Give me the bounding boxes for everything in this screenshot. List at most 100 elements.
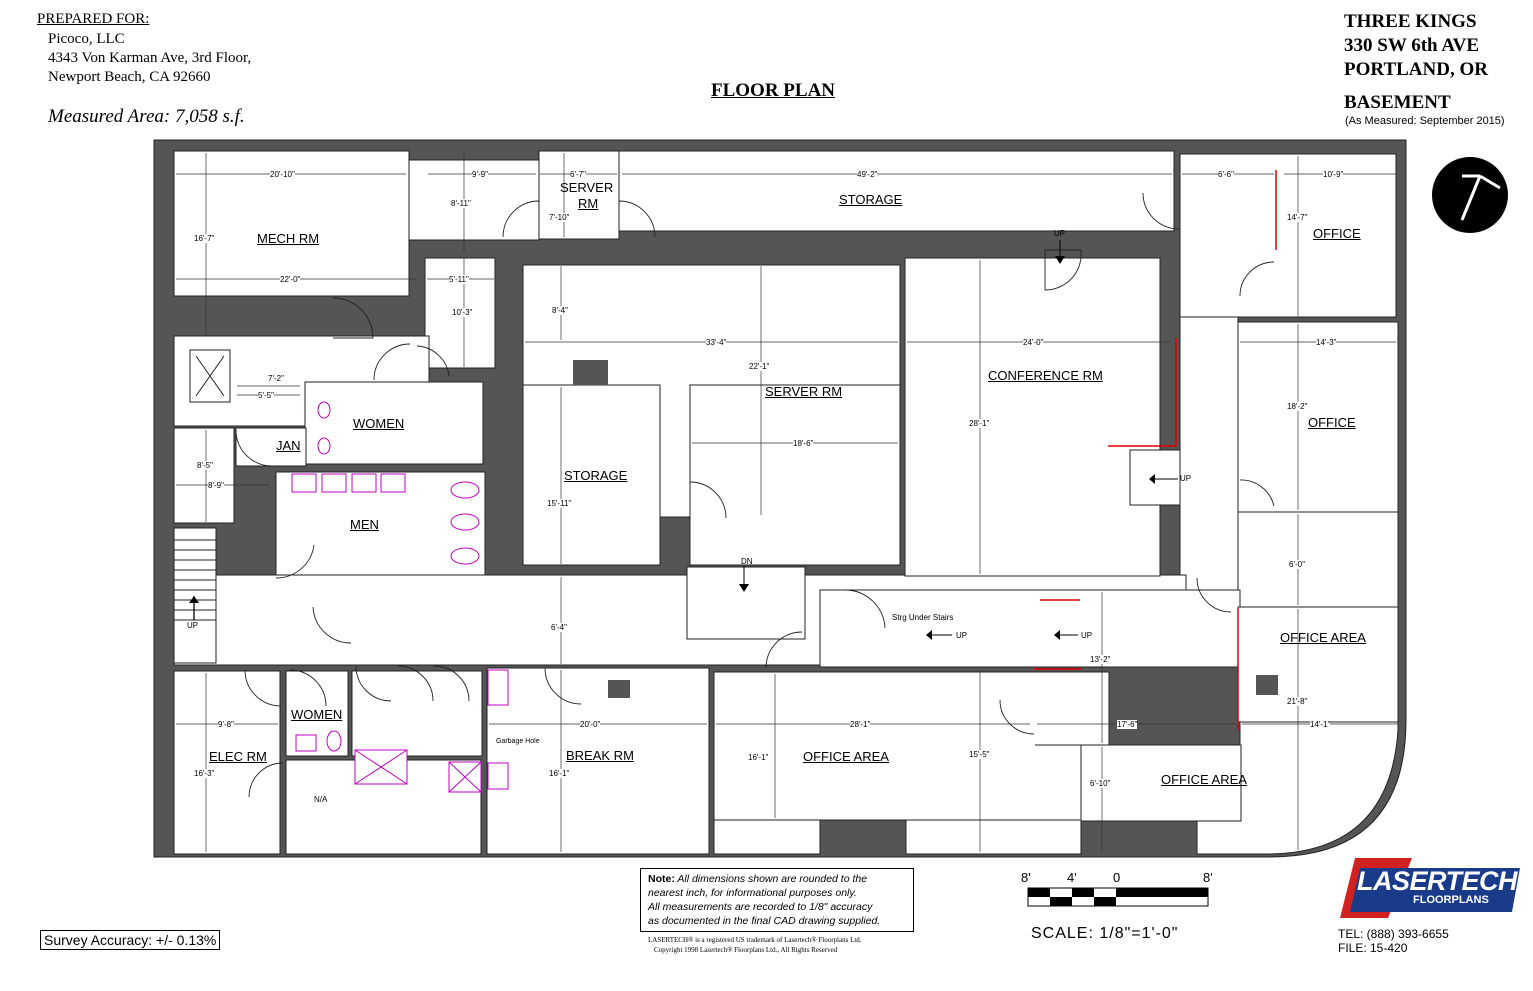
north-arrow-icon [1432, 157, 1508, 233]
room-label-office-area-3: OFFICE AREA [1161, 772, 1247, 787]
na-label: N/A [314, 795, 328, 804]
up-label: UP [1081, 631, 1093, 640]
dimension-label: 18'-2" [1287, 402, 1308, 411]
file-line: FILE: 15-420 [1338, 941, 1408, 955]
scale-tick-label: 8' [1203, 870, 1213, 885]
stair-arrows [739, 240, 1178, 640]
dimension-label: 22'-0" [280, 275, 301, 284]
room-label-office-2: OFFICE [1308, 415, 1356, 430]
women-room-area [304, 381, 484, 465]
office-area-ne [1237, 606, 1399, 723]
dimension-label: 6'-4" [551, 623, 567, 632]
elec-room-area [173, 670, 281, 855]
dimension-label: 8'-9" [208, 481, 224, 490]
dimension-label: 24'-0" [1023, 338, 1044, 347]
storage-mid-area [522, 384, 661, 566]
doors [235, 192, 1275, 798]
office-area-s-edge [905, 819, 1082, 855]
dimension-label: 5'-11" [449, 275, 469, 284]
room-label-women-2: WOMEN [291, 707, 343, 722]
break-room-area [486, 667, 710, 855]
logo-subtitle: FLOORPLANS [1413, 894, 1489, 906]
dimension-label: 9'-8" [218, 720, 234, 729]
room-label-office-1: OFFICE [1313, 226, 1361, 241]
survey-accuracy: Survey Accuracy: +/- 0.13% [40, 930, 221, 950]
dimension-label: 16'-1" [748, 753, 769, 762]
room-label-mech-rm: MECH RM [257, 231, 320, 246]
note-line-3: All measurements are recorded to 1/8" ac… [648, 901, 873, 913]
logo-wordmark: LASERTECH [1357, 866, 1518, 896]
dimension-label: 17'-6" [1117, 720, 1138, 729]
dimension-label: 10'-3" [452, 308, 473, 317]
room-label-server-rm: SERVER RM [765, 384, 843, 399]
room-label-men: MEN [350, 517, 379, 532]
room-label-storage-top: STORAGE [839, 192, 903, 207]
up-label: UP [1180, 474, 1192, 483]
server-lower-area [689, 384, 901, 566]
dimension-label: 9'-9" [472, 170, 488, 179]
dimension-label: 6'-0" [1289, 560, 1305, 569]
room-label-jan: JAN [276, 438, 301, 453]
room-label-server-rm-small-1: SERVER [560, 180, 614, 195]
dimension-label: 7'-2" [268, 374, 284, 383]
strg-under-stairs-area [819, 589, 1241, 668]
dimension-label: 6'-6" [1218, 170, 1234, 179]
building-address: 330 SW 6th AVE [1344, 35, 1479, 56]
room-label-women-1: WOMEN [353, 416, 405, 431]
dimension-label: 28'-1" [969, 419, 990, 428]
server-small-area [538, 150, 620, 240]
room-label-office-area-1: OFFICE AREA [1280, 630, 1366, 645]
dimension-label: 28'-1" [850, 720, 871, 729]
plan-title: FLOOR PLAN [711, 80, 836, 101]
tel-line: TEL: (888) 393-6655 [1338, 927, 1449, 941]
dimension-label: 6'-7" [570, 170, 586, 179]
floor-level: BASEMENT [1344, 92, 1451, 113]
east-corridor-lower [1237, 511, 1399, 608]
building-city: PORTLAND, OR [1344, 59, 1488, 80]
scale-bar [1027, 887, 1209, 907]
pillar [1256, 675, 1278, 695]
dimension-label: 18'-6" [793, 439, 814, 448]
measured-area: Measured Area: 7,058 s.f. [48, 106, 245, 127]
dimension-label: 15'-11" [547, 499, 572, 508]
building-name: THREE KINGS [1344, 11, 1477, 32]
client-address-line2: Newport Beach, CA 92660 [48, 69, 211, 85]
pillar [573, 360, 608, 385]
room-label-break-rm: BREAK RM [566, 748, 634, 763]
dimension-label: 10'-9" [1323, 170, 1344, 179]
pillar [608, 680, 630, 698]
dimension-label: 5'-5" [258, 391, 274, 400]
dimension-label: 6'-10" [1090, 779, 1111, 788]
dimension-label: 8'-11" [451, 199, 471, 208]
dimension-label: 16'-3" [194, 769, 215, 778]
restroom-fixtures [291, 401, 509, 793]
lasertech-logo-graphic [1340, 858, 1520, 918]
dimension-label: 21'-8" [1287, 697, 1308, 706]
dimension-label: 22'-1" [749, 362, 770, 371]
dimension-label: 13'-2" [1090, 655, 1111, 664]
dimension-label: 49'-2" [857, 170, 878, 179]
dimension-label: 15'-5" [969, 750, 990, 759]
note-line-2: nearest inch, for informational purposes… [648, 887, 857, 899]
storage-top-area [618, 150, 1175, 232]
room-label-conference-rm: CONFERENCE RM [988, 368, 1103, 383]
dimension-label: 8'-5" [197, 461, 213, 470]
note-line-1: All dimensions shown are rounded to the [677, 873, 868, 885]
conference-room-area [904, 257, 1161, 577]
office-area-sw-edge [713, 819, 821, 855]
room-label-server-rm-small-2: RM [578, 196, 599, 211]
elevator-shaft [189, 349, 231, 403]
dimension-label: 33'-4" [706, 338, 727, 347]
dn-label: DN [741, 557, 753, 566]
dimension-label: 20'-10" [270, 170, 295, 179]
dimension-label: 16'-7" [194, 234, 215, 243]
east-corridor-area [1179, 316, 1239, 608]
up-label: UP [956, 631, 968, 640]
stair-dn-area [686, 566, 806, 640]
west-hall-area [173, 427, 235, 524]
dimension-label: 14'-7" [1287, 213, 1308, 222]
note-line-4: as documented in the final CAD drawing s… [648, 915, 881, 927]
office-mid-area [1237, 321, 1399, 513]
dimension-label: 20'-0" [580, 720, 601, 729]
